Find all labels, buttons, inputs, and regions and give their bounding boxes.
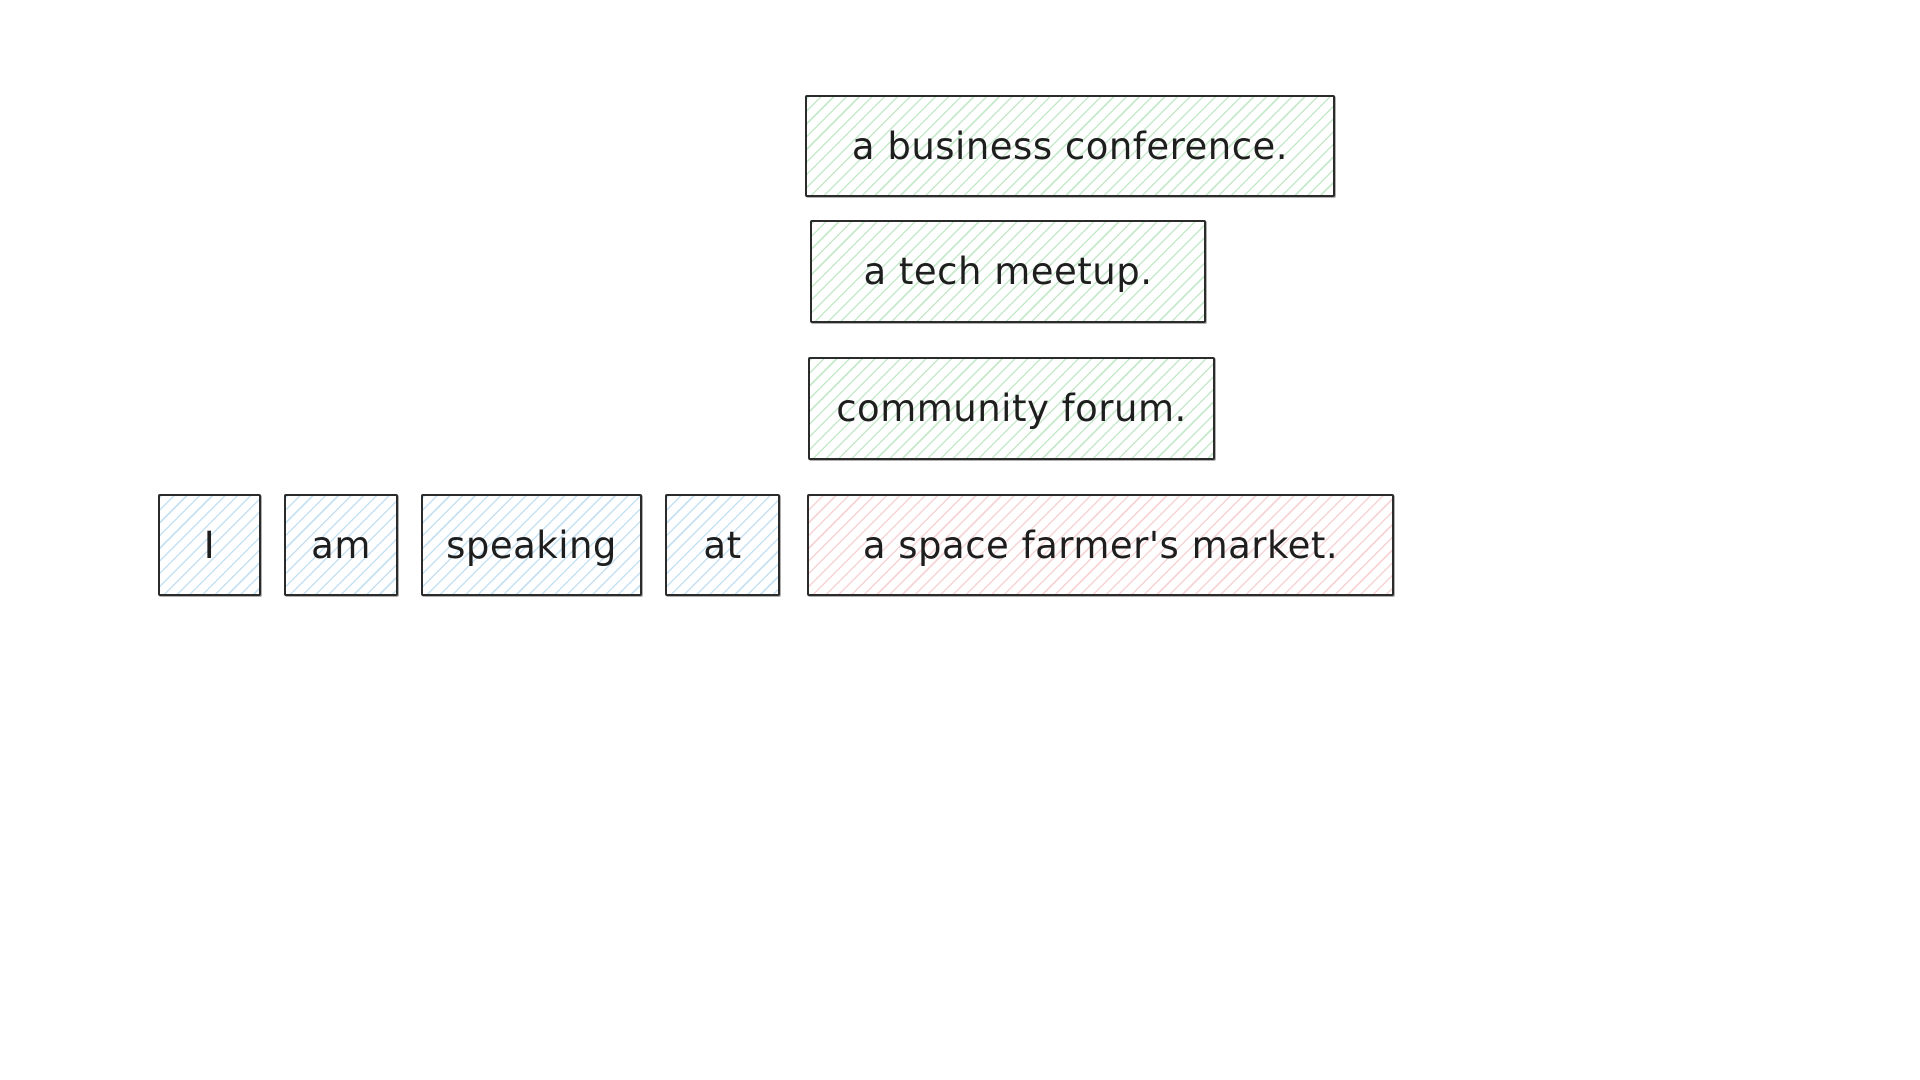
selected-ending-box[interactable]: a space farmer's market. (807, 494, 1394, 596)
word-box[interactable]: I (158, 494, 261, 596)
alternative-ending-label: community forum. (836, 387, 1187, 430)
word-box[interactable]: at (665, 494, 780, 596)
alternative-ending-box[interactable]: a business conference. (805, 95, 1335, 197)
word-label: I (203, 523, 216, 567)
word-box[interactable]: am (284, 494, 398, 596)
alternative-ending-box[interactable]: community forum. (808, 357, 1215, 460)
word-label: am (311, 523, 371, 567)
word-label: at (703, 523, 742, 567)
alternative-ending-label: a tech meetup. (863, 250, 1153, 293)
selected-ending-label: a space farmer's market. (862, 523, 1339, 567)
word-box[interactable]: speaking (421, 494, 642, 596)
alternative-ending-box[interactable]: a tech meetup. (810, 220, 1206, 323)
word-label: speaking (446, 523, 617, 567)
alternative-ending-label: a business conference. (851, 124, 1289, 168)
